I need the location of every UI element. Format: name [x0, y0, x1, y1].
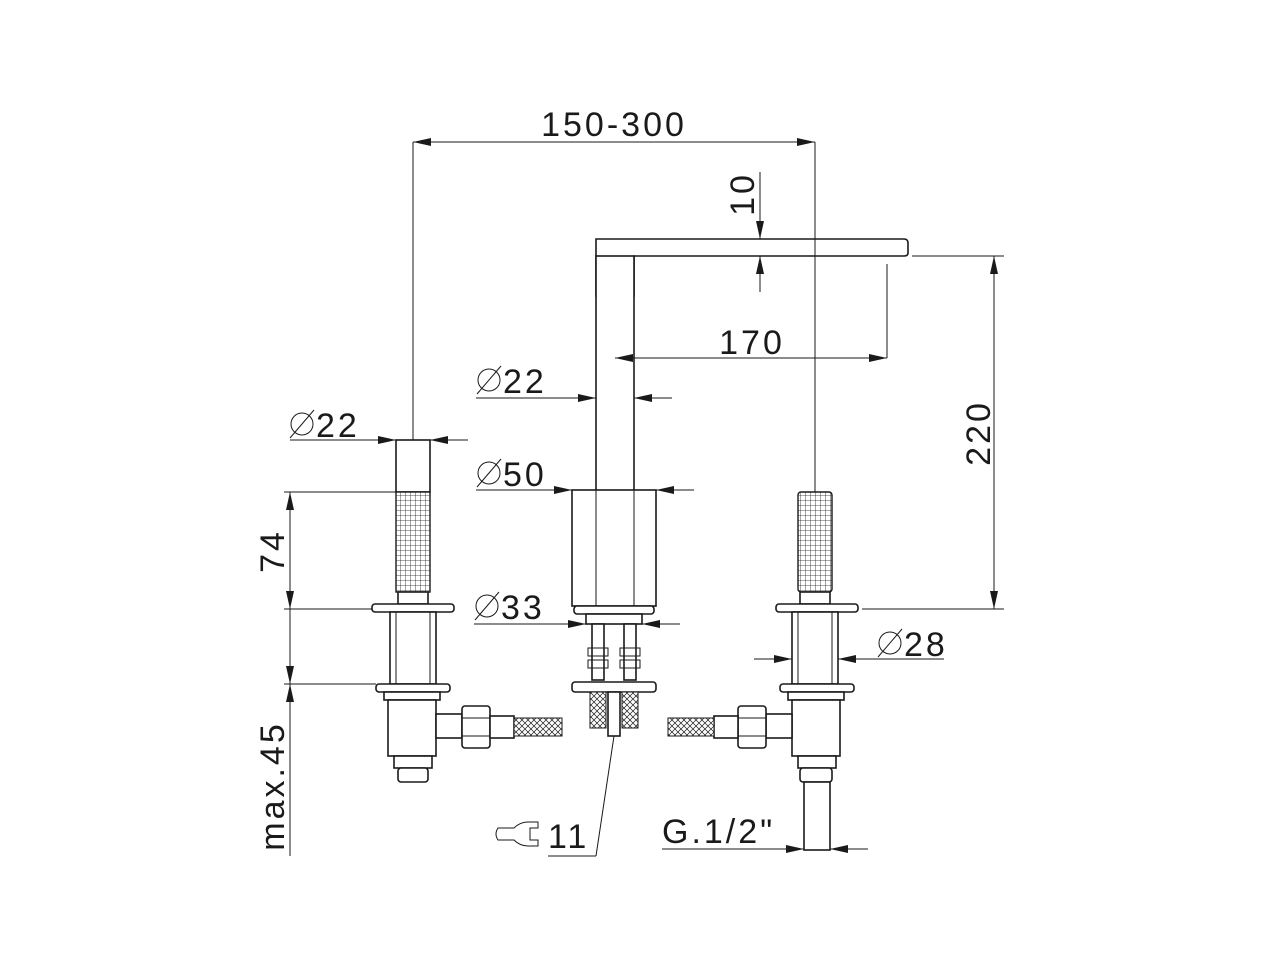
diameter-symbol [289, 409, 315, 439]
handle-height-label: 74 [254, 529, 292, 573]
wrench-icon [495, 821, 539, 847]
right-bottom-fitting [799, 767, 833, 783]
right-handle-assembly [667, 491, 859, 851]
spout-stud-left [591, 623, 605, 681]
diameter-symbol [476, 458, 502, 488]
right-lower-flange [779, 683, 855, 693]
dimension-valve-diameter: 28 [754, 626, 948, 664]
right-side-connector [765, 713, 793, 739]
right-hose-ferrule [713, 715, 739, 739]
left-lower-flange [375, 683, 451, 693]
left-hose [513, 717, 563, 737]
left-hose-ferrule [489, 715, 515, 739]
left-bottom-fitting [397, 767, 429, 783]
right-handle-neck [799, 591, 831, 605]
spread-label: 150-300 [541, 106, 687, 144]
dimension-nut-size: 11 [495, 735, 615, 857]
spout-hose-right [621, 691, 639, 729]
right-side-nut [737, 705, 767, 749]
spout-assembly [571, 238, 909, 737]
spout-stud-right [623, 623, 637, 681]
dimension-handle-height: 74 [254, 491, 396, 610]
dimension-handle-diameter: 22 [289, 407, 468, 445]
right-lower-collar [787, 691, 845, 701]
valve-diameter-label: 28 [904, 626, 948, 664]
spout-reach-label: 170 [719, 324, 785, 362]
right-handle-grip [797, 491, 833, 593]
dimension-deck-thickness: max.45 [254, 609, 376, 856]
left-handle-grip [395, 491, 431, 593]
left-lower-collar [383, 691, 441, 701]
nut-size-label: 11 [548, 818, 589, 856]
right-valve-body [791, 611, 839, 685]
spout-base-cylinder [571, 489, 657, 607]
right-hose [667, 717, 715, 737]
left-side-connector [435, 713, 463, 739]
dimension-spout-base-diameter: 33 [474, 589, 680, 628]
left-elbow-nut [393, 755, 433, 769]
spout-stem [607, 691, 621, 737]
total-height-label: 220 [960, 400, 998, 466]
diameter-symbol [476, 365, 502, 395]
left-handle-assembly [371, 439, 563, 783]
dimension-total-height: 220 [862, 255, 1004, 610]
spout-arm [595, 238, 909, 297]
spout-lower-flange [571, 681, 657, 693]
dimension-spout-reach: 170 [615, 264, 888, 362]
handle-diameter-label: 22 [316, 407, 360, 445]
diameter-symbol [474, 591, 500, 621]
dimension-spout-thickness: 10 [724, 172, 764, 292]
thread-label: G.1/2" [662, 813, 775, 851]
dimension-base-diameter: 50 [476, 456, 694, 494]
spout-base-diameter-label: 33 [501, 589, 545, 627]
left-valve-body [389, 611, 437, 685]
right-elbow-body [791, 699, 841, 757]
base-diameter-label: 50 [503, 456, 547, 494]
spout-hose-left [589, 691, 607, 729]
left-side-nut [461, 705, 491, 749]
left-handle-neck [397, 591, 429, 605]
left-handle-flange [371, 603, 455, 613]
right-handle-flange [775, 603, 859, 613]
dimension-thread: G.1/2" [662, 813, 868, 853]
right-supply-pipe [803, 781, 831, 851]
dimension-spread: 150-300 [412, 106, 816, 492]
diameter-symbol [877, 628, 903, 658]
spout-thickness-label: 10 [724, 172, 762, 216]
dimension-spout-diameter: 22 [476, 363, 672, 402]
spout-base-collar [585, 613, 643, 625]
spout-base-flange [573, 605, 655, 615]
left-elbow-body [387, 699, 437, 757]
right-elbow-nut [797, 755, 837, 769]
left-handle-top [395, 439, 431, 493]
deck-thickness-label: max.45 [254, 721, 292, 851]
spout-diameter-label: 22 [503, 363, 547, 401]
